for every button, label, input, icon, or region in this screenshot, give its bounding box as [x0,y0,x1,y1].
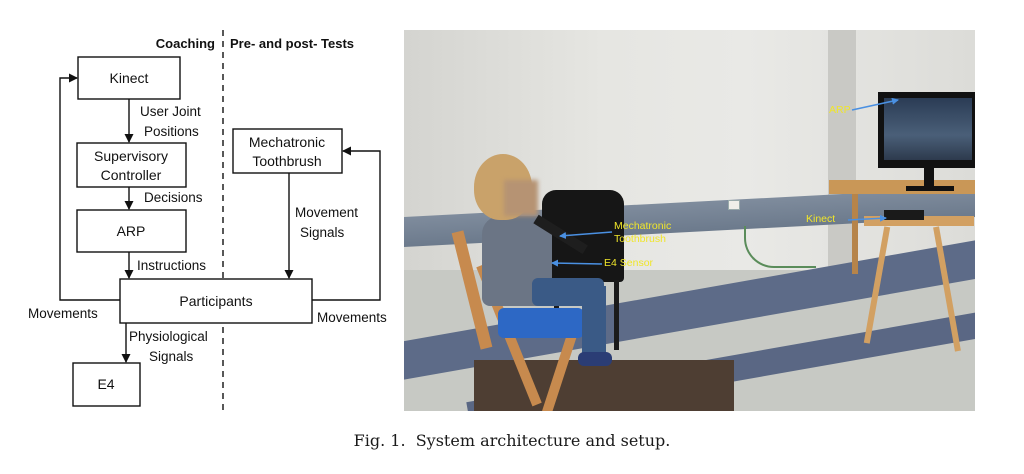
arp-node-label: ARP [117,223,146,239]
supervisory-label-2: Controller [101,167,162,183]
edge-label-movement-signals: Signals [300,225,345,240]
edge-label-decisions: Decisions [144,190,203,205]
monitor-base [906,186,954,191]
edge-movements-right [312,146,381,301]
edge-label-movements-right: Movements [317,310,387,325]
kinect-sensor [884,210,924,220]
supervisory-controller-node [76,142,187,188]
edge-label-movements-left: Movements [28,306,98,321]
figure-caption: Fig. 1. System architecture and setup. [0,431,1024,450]
mechatronic-label-2: Toothbrush [252,153,321,169]
e4-sensor-arrow [551,259,603,267]
monitor-screen [884,98,972,160]
header-coaching: Coaching [156,36,215,51]
arp-arrow [851,97,899,111]
face-blur [504,180,538,216]
edge-label-physiological: Physiological [129,329,208,344]
supervisory-label-1: Supervisory [94,148,168,164]
photo-label-arp: ARP [829,104,851,116]
kinect-arrow [847,214,887,222]
edge-label-instructions: Instructions [137,258,206,273]
caption-text: System architecture and setup. [415,431,671,450]
arp-node [76,209,187,253]
e4-node [72,362,141,407]
child-shoe [578,352,612,366]
photo-label-kinect: Kinect [806,213,836,225]
table-leg [852,194,858,274]
cable [744,226,816,268]
chair-leg [614,280,619,350]
edge-label-positions: Positions [144,124,199,139]
setup-photo [404,30,975,411]
kinect-node-label: Kinect [110,70,149,86]
edge-label-signals: Signals [149,349,194,364]
photo-label-toothbrush: Toothbrush [614,233,666,245]
child-shin [582,286,606,358]
system-architecture-diagram: Coaching Pre- and post- Tests Kinect Use… [28,30,387,410]
participants-node-label: Participants [179,293,252,309]
high-chair-seat [498,308,584,338]
edge-label-movement: Movement [295,205,358,220]
participants-node [119,278,313,324]
wall-outlet [728,200,740,210]
monitor-stand [924,168,934,188]
edge-movements-left [59,73,120,301]
header-pre-post-tests: Pre- and post- Tests [230,36,354,51]
stool-top [864,216,974,226]
e4-node-label: E4 [97,376,114,392]
kinect-node [77,56,181,100]
edge-label-user-joint: User Joint [140,104,201,119]
mechatronic-arrow [559,231,613,240]
photo-label-mechatronic: Mechatronic [614,220,672,232]
mechatronic-label-1: Mechatronic [249,134,325,150]
photo-label-e4-sensor: E4 Sensor [604,257,654,269]
pillar [828,30,856,290]
caption-label: Fig. 1. [353,431,406,450]
mechatronic-toothbrush-node [232,128,343,174]
